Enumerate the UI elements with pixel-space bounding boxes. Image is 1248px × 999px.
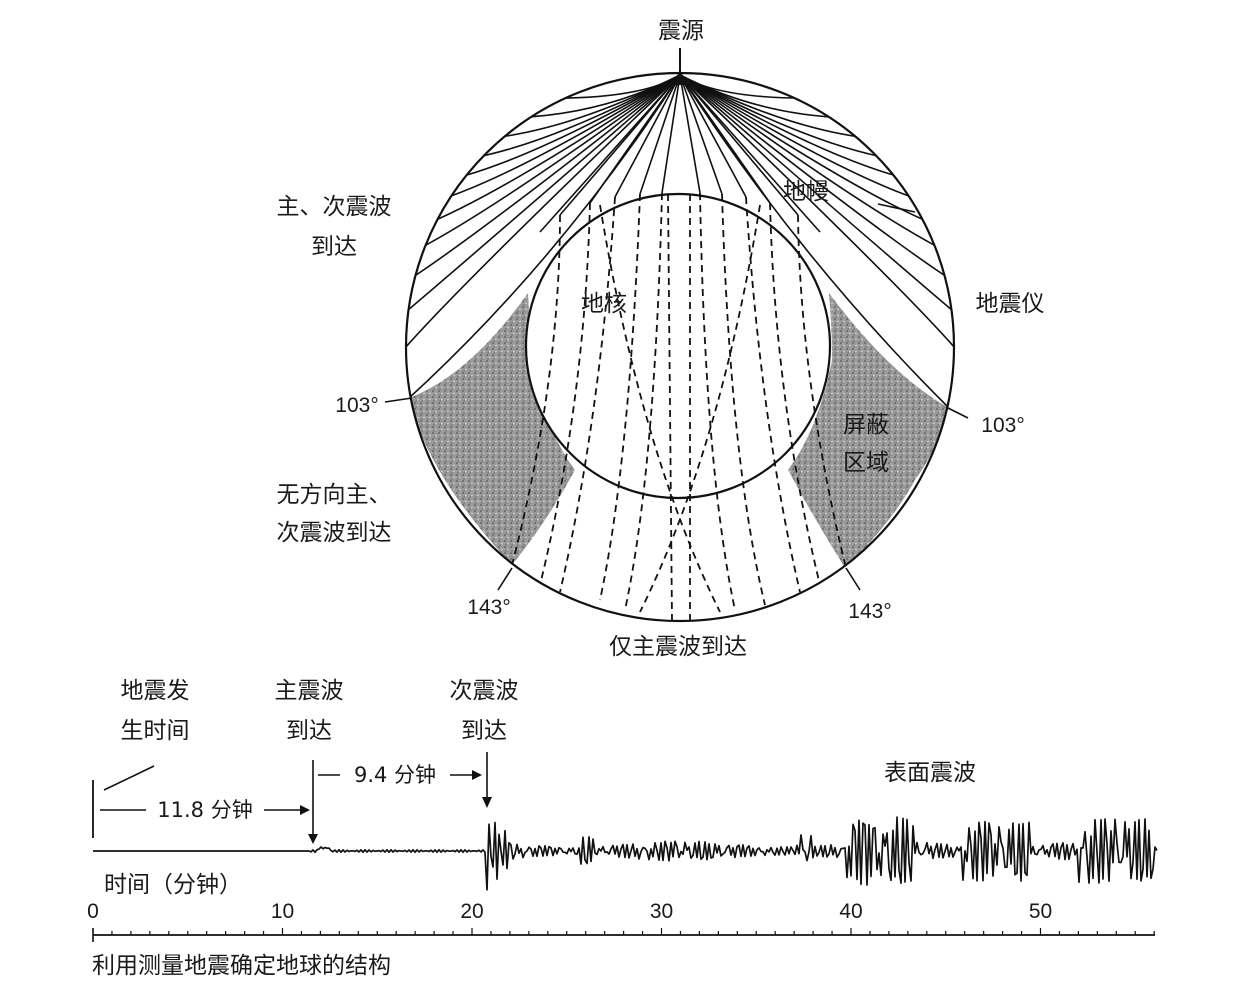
label-interval-2: 9.4 分钟 — [354, 763, 436, 787]
tick-label: 10 — [271, 900, 294, 923]
label-p-only: 仅主震波到达 — [609, 634, 747, 660]
shadow-zone-left — [409, 293, 575, 565]
label-scattered-2: 次震波到达 — [277, 520, 392, 546]
mantle-ray — [679, 74, 916, 163]
interval-2-arrowhead — [472, 770, 482, 780]
mantle-ray-to-core — [679, 74, 821, 233]
shadow-zone-right — [788, 293, 949, 568]
mantle-ray — [406, 74, 681, 287]
label-p-2: 到达 — [286, 718, 332, 744]
mantle-ray — [679, 74, 893, 141]
label-s-1: 次震波 — [450, 678, 519, 704]
mantle-ray-to-core — [589, 74, 681, 204]
tick-103-right — [945, 406, 969, 419]
core-ray-paths — [511, 192, 847, 621]
tick-label: 0 — [87, 900, 99, 923]
mantle-ray-to-core — [679, 74, 723, 195]
mantle-ray-edge — [679, 74, 950, 409]
label-143-right: 143° — [848, 600, 891, 623]
core-ray — [797, 214, 847, 569]
earth-diagram: 震源 地幔 地核 地震仪 主、次震波 到达 103° 103° 143° 143… — [277, 18, 1045, 660]
mantle-ray-to-core — [679, 74, 799, 216]
mantle-ray — [444, 74, 681, 163]
core-ray — [639, 204, 761, 613]
mantle-ray-to-core — [679, 74, 771, 204]
mantle-ray — [467, 74, 681, 141]
label-surface: 表面震波 — [884, 760, 976, 786]
label-scattered-1: 无方向主、 — [277, 482, 392, 508]
core-ray — [511, 214, 561, 566]
seismogram: 地震发 生时间 主震波 到达 次震波 到达 表面震波 11.8 分钟 9.4 分… — [87, 678, 1158, 979]
focus-point — [672, 70, 688, 85]
label-mantle: 地幔 — [783, 179, 829, 205]
quake-slash — [103, 765, 155, 791]
mantle-ray-paths — [406, 74, 954, 409]
tick-143-right — [845, 567, 861, 591]
mantle-ray-to-core — [614, 74, 681, 198]
label-core: 地核 — [581, 291, 627, 317]
label-143-left: 143° — [467, 596, 510, 619]
core-ray — [699, 192, 736, 611]
tick-label: 20 — [460, 900, 483, 923]
mantle-ray — [406, 74, 681, 349]
time-axis-ticks: 0 10 20 30 40 50 — [87, 900, 1155, 935]
mantle-ray-to-core — [679, 74, 701, 194]
mantle-ray-to-core — [661, 74, 681, 194]
mantle-ray — [679, 74, 954, 287]
core-ray — [539, 202, 591, 586]
core-ray — [624, 192, 663, 611]
mantle-ray-edge — [408, 74, 681, 399]
label-source: 震源 — [658, 18, 704, 44]
interval-1-arrowhead — [300, 805, 310, 815]
label-time-axis: 时间（分钟） — [104, 872, 242, 898]
core-ray — [745, 196, 801, 593]
caption: 利用测量地震确定地球的结构 — [92, 953, 391, 979]
label-seismograph: 地震仪 — [976, 291, 1045, 317]
mantle-ray — [406, 74, 681, 317]
label-ps-arrival-2: 到达 — [311, 234, 357, 260]
tick-label: 30 — [650, 900, 673, 923]
mantle-ray-to-core — [639, 74, 681, 195]
core-ray — [559, 196, 616, 593]
label-p-1: 主震波 — [275, 678, 344, 704]
core-ray — [599, 204, 721, 613]
tick-143-left — [497, 567, 513, 591]
seismograph-mark — [877, 203, 916, 213]
s-arrival-arrowhead — [482, 797, 492, 808]
core-ray — [599, 193, 641, 601]
label-quake-2: 生时间 — [121, 718, 190, 744]
tick-label: 50 — [1029, 900, 1052, 923]
label-ps-arrival-1: 主、次震波 — [277, 194, 392, 220]
label-s-2: 到达 — [461, 718, 507, 744]
mantle-ray — [679, 74, 954, 317]
seismogram-trace — [93, 816, 1158, 891]
tick-103-left — [384, 397, 413, 403]
core-ray — [769, 202, 821, 586]
p-arrival-arrowhead — [308, 834, 318, 844]
mantle-ray-to-core — [679, 74, 747, 198]
label-quake-1: 地震发 — [121, 678, 190, 704]
label-103-right: 103° — [981, 414, 1024, 437]
mantle-ray — [679, 74, 954, 349]
tick-label: 40 — [839, 900, 862, 923]
label-interval-1: 11.8 分钟 — [157, 798, 252, 822]
mantle-ray-to-core — [539, 74, 681, 233]
core-outline — [524, 192, 832, 500]
label-shadow-1: 屏蔽 — [843, 412, 889, 438]
label-103-left: 103° — [335, 394, 378, 417]
label-shadow-2: 区域 — [843, 450, 889, 476]
